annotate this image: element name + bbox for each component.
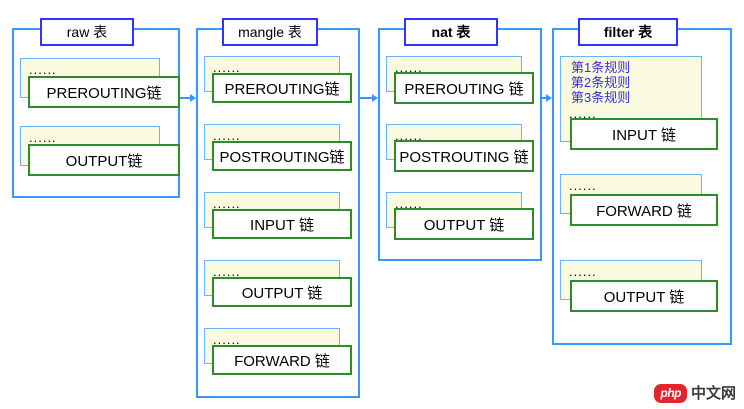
arrow-head-icon (546, 94, 552, 102)
chain-box-mangle-2: INPUT 链 (212, 209, 352, 239)
ellipsis-dots: ...... (395, 196, 423, 211)
chain-box-nat-2: OUTPUT 链 (394, 208, 534, 240)
table-title-raw: raw 表 (40, 18, 134, 46)
ellipsis-dots: ...... (569, 106, 597, 121)
rule-list: 第1条规则第2条规则第3条规则 (571, 60, 630, 105)
ellipsis-dots: ...... (569, 178, 597, 193)
ellipsis-dots: ...... (569, 264, 597, 279)
chain-box-raw-0: PREROUTING链 (28, 76, 180, 108)
chain-group-nat-0: ......PREROUTING 链 (386, 56, 534, 104)
arrow-raw-to-mangle (180, 94, 196, 102)
arrow-shaft (542, 97, 546, 99)
chain-group-filter-0: 第1条规则第2条规则第3条规则......INPUT 链 (560, 56, 718, 150)
chain-group-mangle-3: ......OUTPUT 链 (204, 260, 352, 307)
rule-line: 第2条规则 (571, 75, 631, 90)
watermark-badge: php (654, 384, 687, 403)
table-title-mangle: mangle 表 (222, 18, 318, 46)
chain-group-mangle-2: ......INPUT 链 (204, 192, 352, 239)
rule-line: 第3条规则 (571, 90, 631, 105)
ellipsis-dots: ...... (213, 264, 241, 279)
chain-box-mangle-3: OUTPUT 链 (212, 277, 352, 307)
ellipsis-dots: ...... (395, 60, 423, 75)
arrow-nat-to-filter (542, 94, 552, 102)
chain-box-filter-2: OUTPUT 链 (570, 280, 718, 312)
chain-box-mangle-1: POSTROUTING链 (212, 141, 352, 171)
rule-line: 第1条规则 (571, 60, 631, 75)
ellipsis-dots: ...... (213, 128, 241, 143)
chain-box-nat-1: POSTROUTING 链 (394, 140, 534, 172)
watermark: php 中文网 (654, 384, 736, 403)
arrow-shaft (360, 97, 372, 99)
table-title-nat: nat 表 (404, 18, 498, 46)
chain-box-raw-1: OUTPUT链 (28, 144, 180, 176)
chain-box-nat-0: PREROUTING 链 (394, 72, 534, 104)
table-title-filter: filter 表 (578, 18, 678, 46)
arrow-head-icon (372, 94, 378, 102)
chain-group-mangle-0: ......PREROUTING链 (204, 56, 352, 103)
chain-group-nat-2: ......OUTPUT 链 (386, 192, 534, 240)
ellipsis-dots: ...... (213, 332, 241, 347)
chain-box-mangle-0: PREROUTING链 (212, 73, 352, 103)
chain-group-raw-0: ......PREROUTING链 (20, 58, 180, 108)
ellipsis-dots: ...... (29, 130, 57, 145)
ellipsis-dots: ...... (213, 196, 241, 211)
chain-group-filter-2: ......OUTPUT 链 (560, 260, 718, 312)
arrow-shaft (180, 97, 190, 99)
chain-group-filter-1: ......FORWARD 链 (560, 174, 718, 226)
watermark-text: 中文网 (690, 385, 736, 402)
chain-box-filter-0: INPUT 链 (570, 118, 718, 150)
arrow-head-icon (190, 94, 196, 102)
chain-box-filter-1: FORWARD 链 (570, 194, 718, 226)
chain-group-mangle-1: ......POSTROUTING链 (204, 124, 352, 171)
chain-group-mangle-4: ......FORWARD 链 (204, 328, 352, 375)
arrow-mangle-to-nat (360, 94, 378, 102)
ellipsis-dots: ...... (29, 62, 57, 77)
ellipsis-dots: ...... (395, 128, 423, 143)
ellipsis-dots: ...... (213, 60, 241, 75)
chain-group-raw-1: ......OUTPUT链 (20, 126, 180, 176)
chain-group-nat-1: ......POSTROUTING 链 (386, 124, 534, 172)
chain-box-mangle-4: FORWARD 链 (212, 345, 352, 375)
